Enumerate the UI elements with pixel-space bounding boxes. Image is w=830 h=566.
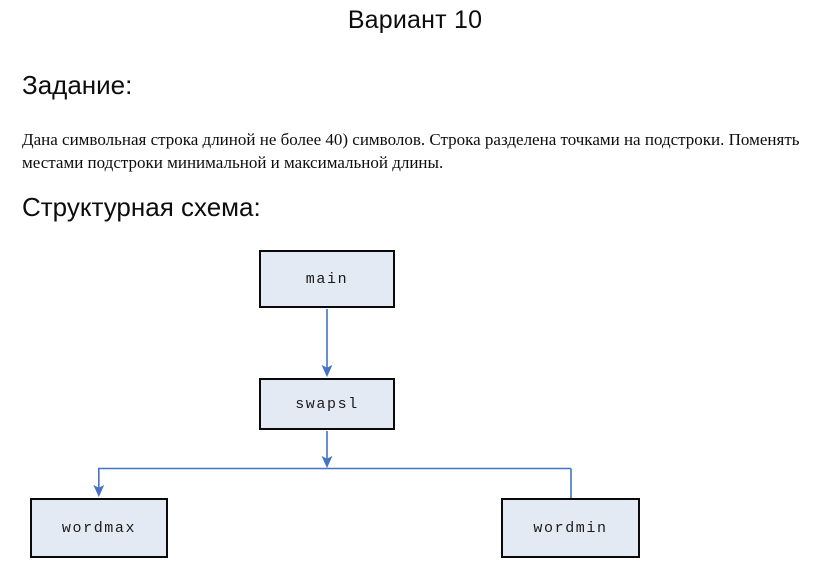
node-swapsl-label: swapsl xyxy=(295,395,359,413)
node-main[interactable]: main xyxy=(259,250,395,308)
node-main-label: main xyxy=(305,270,349,288)
task-description: Дана символьная строка длиной не более 4… xyxy=(22,130,800,172)
page-title: Вариант 10 xyxy=(347,6,483,34)
node-swapsl[interactable]: swapsl xyxy=(259,378,395,430)
task-heading: Задание: xyxy=(22,70,133,100)
node-wordmin-label: wordmin xyxy=(533,519,608,537)
node-wordmax[interactable]: wordmax xyxy=(30,498,168,558)
node-wordmin[interactable]: wordmin xyxy=(501,498,640,558)
node-wordmax-label: wordmax xyxy=(61,519,137,537)
scheme-heading: Структурная схема: xyxy=(22,192,261,222)
